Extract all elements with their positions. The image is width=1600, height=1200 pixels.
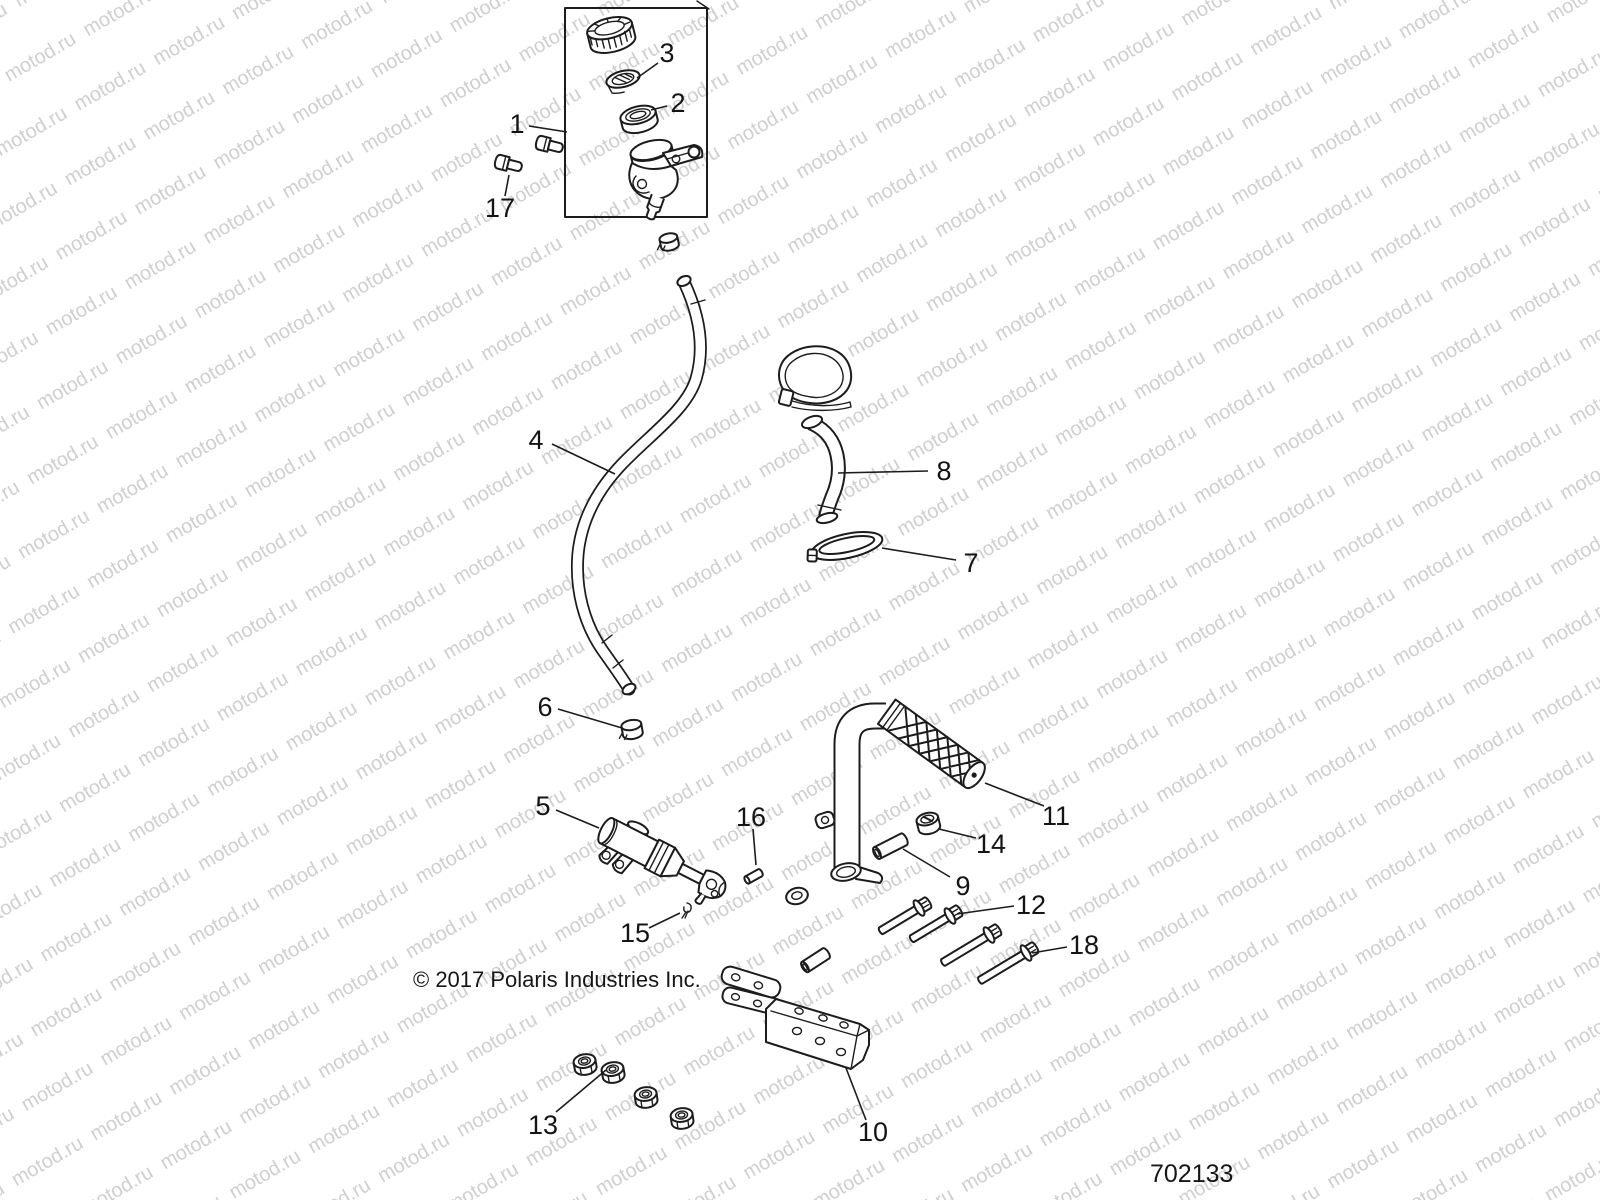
diagram-number: 702133 bbox=[1150, 1160, 1233, 1188]
assembly-box bbox=[564, 7, 708, 218]
lever-tab bbox=[814, 810, 836, 830]
callout-6: 6 bbox=[537, 692, 552, 722]
callout-8: 8 bbox=[936, 456, 951, 486]
leader-line-5 bbox=[555, 809, 600, 829]
callout-10: 10 bbox=[858, 1117, 888, 1147]
cap-screw bbox=[493, 153, 523, 172]
reservoir-cap bbox=[586, 15, 637, 54]
leader-line-9 bbox=[902, 848, 951, 878]
outlet-fitting bbox=[656, 232, 680, 252]
leader-line-12 bbox=[956, 905, 1015, 915]
leader-line-16 bbox=[752, 828, 757, 866]
copyright-text: © 2017 Polaris Industries Inc. bbox=[413, 967, 701, 992]
master-cylinder bbox=[597, 817, 727, 905]
leader-line-4 bbox=[551, 443, 616, 475]
leader-line-7 bbox=[881, 547, 957, 561]
leader-line-2 bbox=[650, 105, 668, 111]
callout-2: 2 bbox=[670, 88, 685, 118]
callout-4: 4 bbox=[528, 425, 543, 455]
mounting-bracket bbox=[720, 947, 870, 1070]
cap-screw bbox=[534, 134, 564, 153]
leader-line-10 bbox=[845, 1067, 867, 1121]
diaphragm bbox=[605, 69, 641, 94]
callout-12: 12 bbox=[1016, 890, 1046, 920]
callout-15: 15 bbox=[620, 918, 650, 948]
leader-line-11 bbox=[984, 782, 1045, 807]
callout-13: 13 bbox=[528, 1110, 558, 1140]
callout-16: 16 bbox=[736, 802, 766, 832]
leader-line-14 bbox=[938, 828, 977, 839]
leader-line-1 bbox=[528, 125, 568, 133]
leader-line-3 bbox=[636, 62, 659, 79]
bushing bbox=[915, 811, 942, 836]
callout-5: 5 bbox=[535, 791, 550, 821]
reservoir-hose bbox=[570, 274, 707, 696]
vent-hose bbox=[800, 414, 846, 525]
flange-nuts bbox=[571, 1051, 696, 1132]
callout-14: 14 bbox=[976, 829, 1006, 859]
leader-line-17 bbox=[504, 174, 510, 197]
reservoir-body bbox=[628, 138, 704, 221]
leader-line-18 bbox=[1031, 946, 1068, 954]
callout-18: 18 bbox=[1069, 930, 1099, 960]
clevis-pin bbox=[743, 868, 764, 885]
callout-7: 7 bbox=[963, 548, 978, 578]
leader-line-13 bbox=[555, 1069, 607, 1113]
callout-11: 11 bbox=[1042, 801, 1070, 831]
reservoir-seal bbox=[619, 104, 659, 135]
leader-line-6 bbox=[557, 708, 623, 729]
brake-lever bbox=[814, 698, 986, 884]
dust-cap bbox=[618, 718, 644, 741]
callout-9: 9 bbox=[955, 871, 970, 901]
bracket-spacer bbox=[800, 947, 831, 974]
leader-line-15 bbox=[648, 912, 681, 929]
lever-grip bbox=[876, 698, 986, 790]
hose-clamp bbox=[806, 531, 884, 563]
washer bbox=[785, 886, 809, 906]
leader-line-8 bbox=[837, 470, 929, 474]
callout-1: 1 bbox=[509, 109, 524, 139]
spacer-tube bbox=[872, 832, 909, 860]
cable-tie bbox=[777, 345, 853, 412]
cotter-pin bbox=[681, 902, 692, 919]
reservoir-assembly-box-group bbox=[493, 0, 710, 221]
callout-17: 17 bbox=[485, 193, 515, 223]
callout-3: 3 bbox=[659, 38, 674, 68]
